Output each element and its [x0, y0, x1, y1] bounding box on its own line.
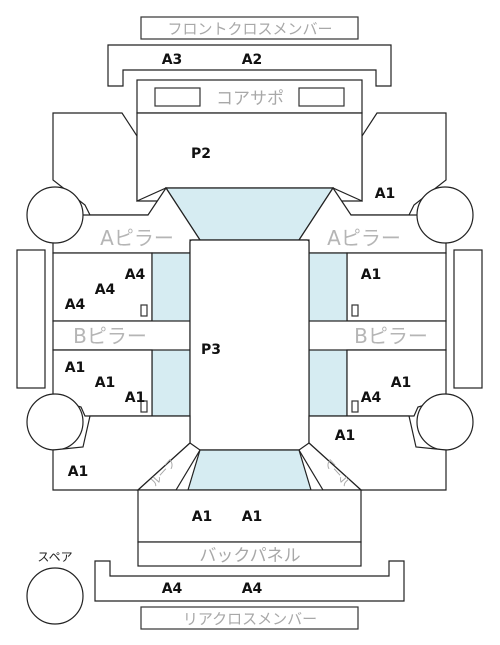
left-side-sill[interactable]	[16, 249, 46, 389]
right-a-pillar-label: Aピラー	[327, 226, 401, 250]
code-rear-cross-left: A4	[162, 581, 183, 597]
left-rear-wheel[interactable]	[26, 393, 84, 451]
code-left-rear-door-top: A1	[65, 360, 86, 376]
left-front-wheel[interactable]	[26, 186, 84, 244]
right-front-door[interactable]	[346, 252, 447, 322]
left-b-pillar-label: Bピラー	[73, 324, 147, 348]
code-left-front-door-outer: A4	[65, 297, 86, 313]
back-panel-label: バックパネル	[199, 546, 300, 566]
trunk[interactable]	[137, 489, 362, 543]
spare-label: スペア	[37, 550, 72, 564]
code-left-front-door-top: A4	[125, 267, 146, 283]
left-front-door-handle	[140, 304, 148, 317]
code-left-rear-fender: A1	[68, 464, 89, 480]
code-left-front-door-mid: A4	[95, 282, 116, 298]
left-rear-door-handle	[140, 400, 148, 413]
spare-tire[interactable]	[26, 567, 84, 625]
code-right-rear-fender: A1	[335, 428, 356, 444]
code-left-rear-door-inner: A1	[125, 390, 146, 406]
code-trunk-right: A1	[242, 509, 263, 525]
code-hood: P2	[191, 146, 211, 162]
left-rear-fender[interactable]	[52, 415, 191, 491]
code-left-rear-door-mid: A1	[95, 375, 116, 391]
core-support-left-slot	[154, 87, 201, 107]
left-a-pillar-label: Aピラー	[100, 226, 174, 250]
code-right-rear-door-mid: A1	[391, 375, 412, 391]
core-support-label: コアサポ	[216, 89, 284, 109]
code-right-front-door: A1	[361, 267, 382, 283]
back-panel[interactable]	[137, 541, 362, 567]
code-roof: P3	[201, 342, 221, 358]
front-cross-member[interactable]	[107, 44, 392, 87]
right-side-sill[interactable]	[453, 249, 483, 389]
right-b-pillar-label: Bピラー	[354, 324, 428, 348]
front-cross-member-box	[140, 16, 359, 40]
code-right-front-fender: A1	[375, 186, 396, 202]
rear-cross-member-box	[140, 606, 359, 630]
rear-cross-member-label: リアクロスメンバー	[183, 610, 317, 628]
right-front-door-handle	[351, 304, 359, 317]
rear-window[interactable]	[187, 449, 312, 491]
rear-cross-member[interactable]	[94, 560, 405, 602]
front-cross-member-label: フロントクロスメンバー	[167, 20, 332, 38]
right-rear-door-handle	[351, 400, 359, 413]
code-rear-cross-right: A4	[242, 581, 263, 597]
right-rear-wheel[interactable]	[416, 393, 474, 451]
right-front-wheel[interactable]	[416, 186, 474, 244]
core-support-right-slot	[298, 87, 345, 107]
left-b-pillar[interactable]	[52, 320, 191, 351]
code-front-cross-left: A3	[162, 52, 183, 68]
code-right-rear-door-inner: A4	[361, 390, 382, 406]
code-trunk-left: A1	[192, 509, 213, 525]
right-rear-fender[interactable]	[308, 415, 447, 491]
code-front-cross-right: A2	[242, 52, 263, 68]
